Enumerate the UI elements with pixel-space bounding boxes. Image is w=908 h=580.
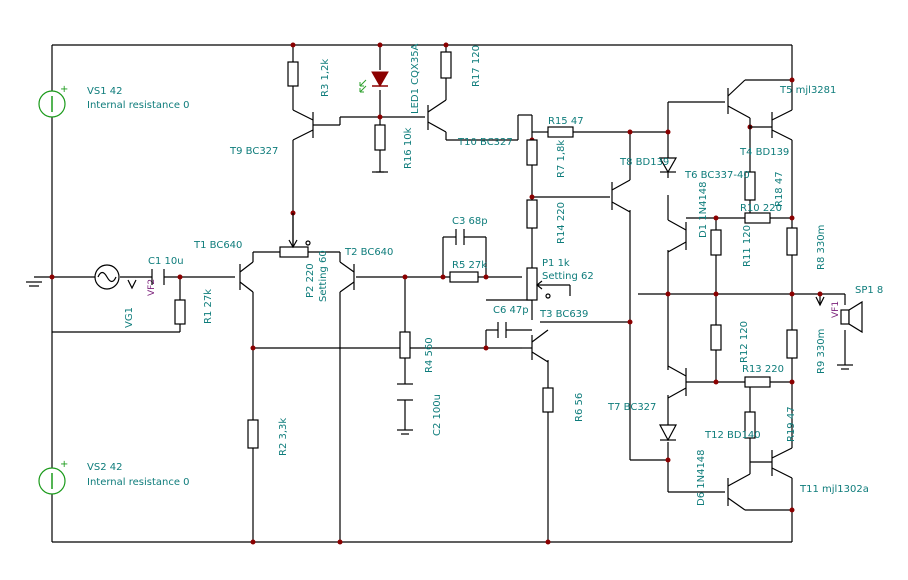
r13-label: R13 220: [742, 364, 784, 375]
p1-label: P1 1k: [542, 258, 570, 269]
led-icon[interactable]: [359, 71, 389, 93]
r4-label: R4 560: [424, 337, 435, 373]
c2-label: C2 100u: [432, 394, 443, 436]
t5-label: T5 mjl3281: [779, 85, 836, 96]
r18-label: R18 47: [774, 171, 785, 207]
vg1-label: VG1: [124, 307, 135, 328]
vs1-label: VS1 42: [87, 86, 122, 97]
transistor-t10[interactable]: [427, 99, 447, 133]
diode-d1[interactable]: [658, 157, 678, 174]
r16-label: R16 10k: [403, 127, 414, 169]
r5-label: R5 27k: [452, 260, 487, 271]
c1-label: C1 10u: [148, 256, 184, 267]
vs1-source[interactable]: +: [38, 84, 68, 118]
t8-label: T8 BD139: [619, 157, 669, 168]
r17-label: R17 120: [471, 45, 482, 87]
transistor-t7[interactable]: [667, 365, 687, 399]
vs2-resistance: Internal resistance 0: [87, 477, 190, 488]
vs2-source[interactable]: +: [38, 459, 68, 495]
t6-label: T6 BC337-40: [684, 170, 750, 181]
t2-label: T2 BC640: [344, 247, 393, 258]
r3-label: R3 1,2k: [320, 59, 331, 97]
junctions: [49, 42, 823, 545]
r12-label: R12 120: [739, 321, 750, 363]
r1-label: R1 27k: [203, 289, 214, 324]
t3-label: T3 BC639: [539, 309, 588, 320]
transistor-t11[interactable]: [727, 462, 751, 511]
p1-setting: Setting 62: [542, 271, 594, 282]
t10-label: T10 BC327: [457, 137, 513, 148]
transistor-t2[interactable]: [339, 261, 355, 293]
vs2-plus: +: [60, 459, 68, 470]
vf2-probe[interactable]: [127, 279, 137, 290]
r2-label: R2 3,3k: [278, 418, 289, 456]
c6-label: C6 47p: [493, 305, 529, 316]
vs2-label: VS2 42: [87, 462, 122, 473]
wires: [34, 44, 846, 543]
r11-label: R11 120: [742, 225, 753, 267]
t11-label: T11 mjl1302a: [799, 484, 869, 495]
r19-label: R19 47: [786, 406, 797, 442]
transistor-t5[interactable]: [727, 79, 751, 132]
d1-label: D1 1N4148: [698, 181, 709, 238]
vf1-probe[interactable]: [815, 296, 825, 307]
vf2-label: VF2: [147, 279, 157, 296]
r8-label: R8 330m: [816, 225, 827, 270]
ground-symbols: [26, 171, 853, 435]
transistor-t3[interactable]: [522, 329, 549, 363]
r15-label: R15 47: [548, 116, 584, 127]
speaker-label: SP1 8: [855, 285, 883, 296]
speaker-icon[interactable]: [840, 300, 863, 334]
vs1-resistance: Internal resistance 0: [87, 100, 190, 111]
transistor-t6[interactable]: [667, 219, 687, 253]
capacitor-c3[interactable]: [455, 229, 465, 245]
r14-label: R14 220: [556, 202, 567, 244]
p2-setting: Setting 60: [318, 250, 329, 302]
transistor-t8[interactable]: [611, 179, 631, 213]
capacitor-c6[interactable]: [497, 322, 507, 338]
resistors[interactable]: [174, 51, 798, 449]
potentiometer-p2[interactable]: [279, 213, 311, 258]
r6-label: R6 56: [574, 393, 585, 422]
t9-label: T9 BC327: [229, 146, 278, 157]
led-label: LED1 CQX35A: [410, 43, 421, 114]
capacitor-c1[interactable]: [151, 269, 165, 285]
diode-d6[interactable]: [659, 424, 677, 442]
p2-label: P2 220: [305, 263, 316, 298]
d6-label: D6 1N4148: [696, 449, 707, 506]
vs1-plus: +: [60, 84, 68, 95]
transistor-t9[interactable]: [292, 109, 314, 141]
t4-label: T4 BD139: [739, 147, 789, 158]
transistor-t1[interactable]: [239, 261, 254, 293]
t12-label: T12 BD140: [704, 430, 761, 441]
transistor-t12[interactable]: [750, 447, 793, 479]
vf1-label: VF1: [831, 301, 841, 318]
potentiometer-p1[interactable]: [526, 267, 571, 301]
t1-label: T1 BC640: [193, 240, 242, 251]
c3-label: C3 68p: [452, 216, 488, 227]
vg1-generator[interactable]: [94, 264, 120, 290]
r7-label: R7 1,8k: [556, 140, 567, 178]
t7-label: T7 BC327: [607, 402, 656, 413]
transistor-t4[interactable]: [750, 109, 793, 141]
capacitor-c2[interactable]: [397, 383, 413, 401]
r10-label: R10 220: [740, 203, 782, 214]
r9-label: R9 330m: [816, 329, 827, 374]
